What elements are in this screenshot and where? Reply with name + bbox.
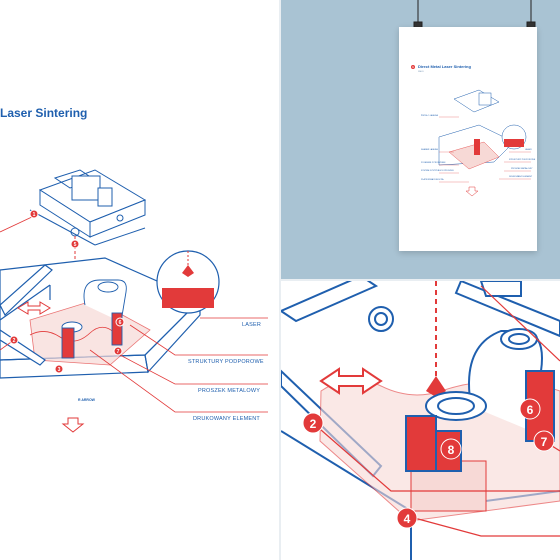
- svg-text:2: 2: [310, 417, 317, 431]
- svg-text:7: 7: [541, 435, 548, 449]
- svg-text:8: 8: [448, 443, 455, 457]
- detail-magnifier: [156, 250, 220, 314]
- svg-text:5: 5: [74, 242, 77, 248]
- laser-scanner-unit: [29, 169, 147, 246]
- panel-divider-vertical: [279, 0, 281, 560]
- poster-illustration: 1: [410, 64, 531, 197]
- panel-divider-horizontal: [281, 279, 560, 281]
- callout-powder: PROSZEK METALOWY: [198, 388, 261, 394]
- poster-callout: POJEMNIK Z PROSZKIEM: [421, 162, 446, 164]
- svg-text:2: 2: [13, 338, 16, 344]
- svg-text:3: 3: [58, 367, 61, 373]
- laser-spark-icon: [182, 265, 194, 277]
- svg-text:4: 4: [404, 512, 411, 526]
- poster-subtitle: DMLS: [418, 71, 424, 73]
- plate-label: R ARROW: [78, 398, 95, 402]
- poster-callout: STRUKTURY PODPOROWE: [509, 159, 536, 161]
- double-arrow-icon: [17, 301, 51, 315]
- poster-title: Direct Metal Laser Sintering: [418, 64, 471, 69]
- poster-callout: DRUKOWANY ELEMENT: [509, 176, 533, 178]
- svg-text:7: 7: [117, 349, 120, 355]
- svg-text:1: 1: [412, 65, 414, 69]
- callout-lines: [0, 215, 268, 413]
- svg-text:6: 6: [119, 320, 122, 326]
- laser-spark-icon: [426, 376, 446, 397]
- callout-element: DRUKOWANY ELEMENT: [193, 416, 260, 422]
- poster-callout: LASER: [525, 149, 532, 151]
- machine-illustration: 1 2 3 5 6 7: [0, 169, 268, 433]
- poster-callout: ŹRÓDŁO LASERA: [421, 115, 438, 117]
- callout-laser: LASER: [242, 322, 262, 328]
- poster-callout: PROSZEK METALOWY: [511, 168, 533, 170]
- poster-callout: SKANER LASERA: [421, 149, 438, 151]
- zoom-detail-panel: 2 4 6 7 8: [281, 281, 560, 560]
- svg-text:1: 1: [33, 212, 36, 218]
- double-arrow-icon: [319, 367, 383, 395]
- poster: 1 Direct Metal Laser: [399, 27, 537, 251]
- svg-text:6: 6: [527, 403, 534, 417]
- printed-part: [61, 279, 127, 359]
- poster-mockup-panel: 1 Direct Metal Laser: [281, 0, 560, 279]
- illustration-panel: Laser Sintering: [0, 106, 268, 433]
- poster-callout: PLATFORMA ROBOCZA: [421, 179, 444, 181]
- zoom-numbered-markers: 2 4 6 7 8: [302, 398, 555, 529]
- down-arrow-icon: [61, 417, 85, 433]
- illustration-title: Laser Sintering: [0, 106, 88, 120]
- zoom-illustration: 2 4 6 7 8: [281, 281, 560, 560]
- clip-icon: [413, 0, 536, 30]
- numbered-markers: 1 2 3 5 6 7: [9, 209, 125, 374]
- poster-callout: SYSTEM DYSTRYBUCJI PROSZKU: [421, 170, 454, 172]
- callout-supports: STRUKTURY PODPOROWE: [188, 359, 264, 365]
